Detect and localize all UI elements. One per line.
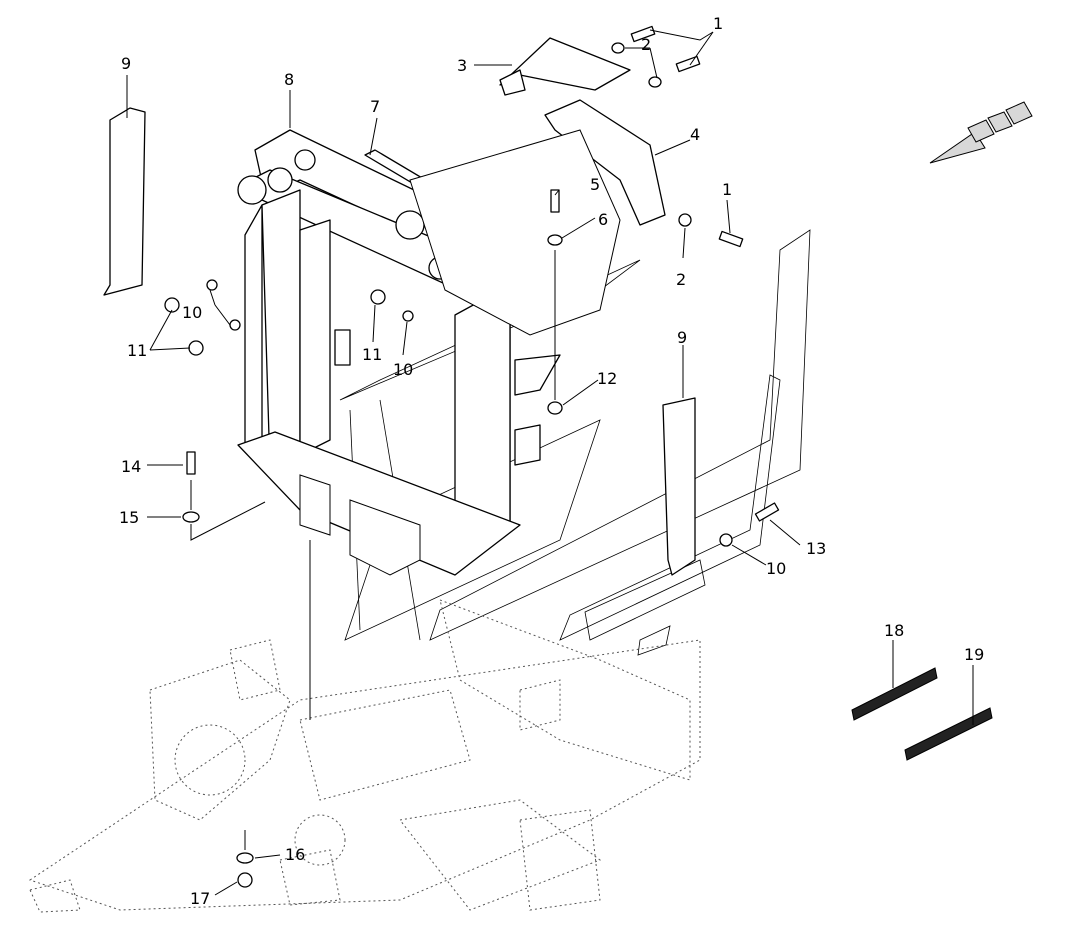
- callout-15: 15: [119, 508, 139, 527]
- callout-9: 9: [677, 328, 687, 347]
- callout-3: 3: [457, 56, 467, 75]
- chassis-frame: [28, 599, 701, 913]
- callout-16: 16: [285, 845, 305, 864]
- callout-1: 1: [713, 14, 723, 33]
- leader-lines: [126, 29, 974, 896]
- callout-12: 12: [597, 369, 617, 388]
- callout-10: 10: [182, 303, 202, 322]
- callout-2: 2: [641, 35, 651, 54]
- callout-6: 6: [598, 210, 608, 229]
- strip-18: [851, 667, 938, 721]
- callout-5: 5: [590, 175, 600, 194]
- callout-10: 10: [766, 559, 786, 578]
- shroud-plate: [409, 99, 666, 336]
- callout-9: 9: [121, 54, 131, 73]
- callout-19: 19: [964, 645, 984, 664]
- fasteners: [164, 25, 780, 888]
- callout-7: 7: [370, 97, 380, 116]
- side-plate-left: [103, 107, 146, 296]
- callout-14: 14: [121, 457, 141, 476]
- callout-18: 18: [884, 621, 904, 640]
- direction-arrow-icon: [929, 101, 1033, 164]
- callout-1: 1: [722, 180, 732, 199]
- callout-2: 2: [676, 270, 686, 289]
- callout-labels: 1 2 3 4 5 6 7 8 9 1 2 10 11 11 10 12 9 1…: [119, 14, 984, 908]
- strip-19: [904, 707, 993, 761]
- callout-13: 13: [806, 539, 826, 558]
- side-plate-right: [662, 397, 696, 576]
- callout-11: 11: [127, 341, 147, 360]
- callout-17: 17: [190, 889, 210, 908]
- callout-4: 4: [690, 125, 700, 144]
- callout-11: 11: [362, 345, 382, 364]
- cover-bracket: [499, 37, 631, 96]
- callout-8: 8: [284, 70, 294, 89]
- callout-10: 10: [393, 360, 413, 379]
